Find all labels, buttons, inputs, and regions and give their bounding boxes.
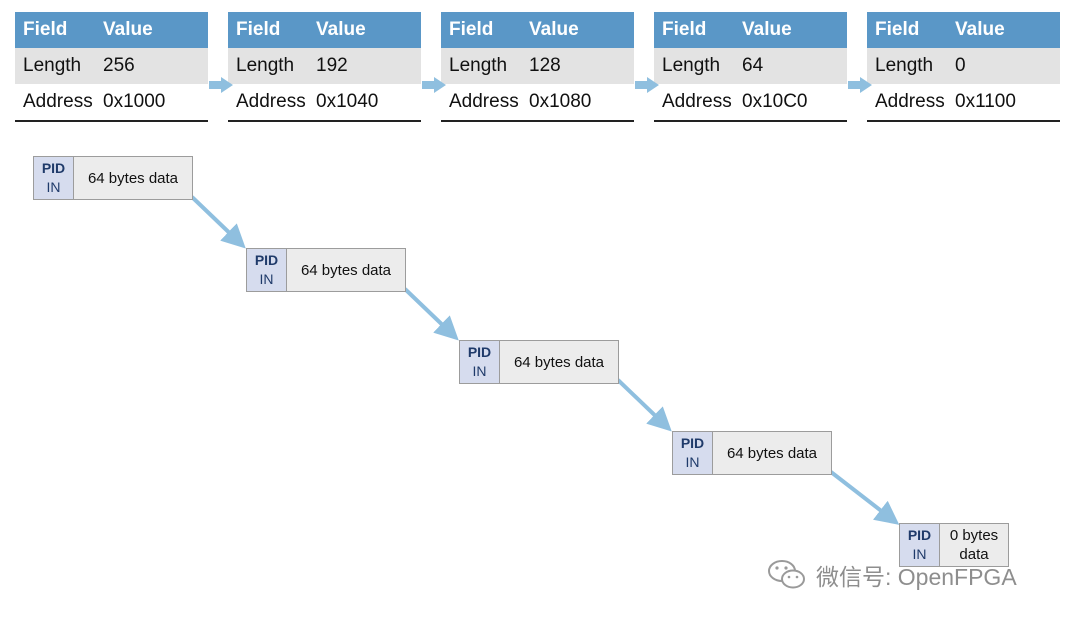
pid-type: IN bbox=[472, 363, 487, 379]
row-value: 0x1000 bbox=[103, 91, 166, 112]
descriptor-table-2: Field Value Length 192 Address 0x1040 bbox=[228, 12, 421, 122]
row-field: Address bbox=[662, 91, 732, 112]
table-row: Address 0x10C0 bbox=[654, 84, 847, 120]
arrow-right-icon bbox=[848, 77, 872, 93]
table-row: Address 0x1040 bbox=[228, 84, 421, 120]
row-value: 0 bbox=[955, 55, 966, 76]
data-cell: 64 bytes data bbox=[287, 249, 405, 291]
pid-label: PID bbox=[907, 527, 932, 543]
wechat-icon bbox=[768, 560, 805, 589]
row-field: Length bbox=[875, 55, 934, 76]
row-value: 0x1100 bbox=[955, 91, 1016, 112]
pid-cell: PID IN bbox=[34, 157, 74, 199]
header-field: Field bbox=[662, 19, 707, 40]
pid-cell: PID IN bbox=[900, 524, 940, 566]
table-header: Field Value bbox=[228, 12, 421, 48]
table-row: Length 192 bbox=[228, 48, 421, 84]
row-field: Length bbox=[236, 55, 295, 76]
watermark: 微信号: OpenFPGA bbox=[766, 558, 1017, 592]
header-field: Field bbox=[236, 19, 281, 40]
row-value: 256 bbox=[103, 55, 135, 76]
pid-label: PID bbox=[467, 344, 492, 360]
data-label-line1: 0 bytes bbox=[949, 527, 999, 544]
header-value: Value bbox=[529, 19, 579, 40]
data-label: 64 bytes data bbox=[87, 169, 179, 187]
data-cell: 64 bytes data bbox=[500, 341, 618, 383]
row-field: Length bbox=[23, 55, 82, 76]
data-cell: 64 bytes data bbox=[713, 432, 831, 474]
pid-type: IN bbox=[46, 179, 61, 195]
row-field: Length bbox=[449, 55, 508, 76]
row-field: Address bbox=[875, 91, 945, 112]
flow-arrow bbox=[616, 378, 672, 432]
row-value: 192 bbox=[316, 55, 348, 76]
pid-label: PID bbox=[41, 160, 66, 176]
table-header: Field Value bbox=[441, 12, 634, 48]
header-value: Value bbox=[103, 19, 153, 40]
descriptor-table-3: Field Value Length 128 Address 0x1080 bbox=[441, 12, 634, 122]
table-row: Address 0x1080 bbox=[441, 84, 634, 120]
packet-1: PID IN 64 bytes data bbox=[33, 156, 193, 200]
pid-cell: PID IN bbox=[460, 341, 500, 383]
arrow-right-icon bbox=[635, 77, 659, 93]
row-value: 0x10C0 bbox=[742, 91, 808, 112]
row-field: Address bbox=[23, 91, 93, 112]
descriptor-table-5: Field Value Length 0 Address 0x1100 bbox=[867, 12, 1060, 122]
watermark-text: 微信号: OpenFPGA bbox=[816, 564, 1017, 590]
row-field: Length bbox=[662, 55, 721, 76]
arrow-right-icon bbox=[422, 77, 446, 93]
table-header: Field Value bbox=[15, 12, 208, 48]
packet-4: PID IN 64 bytes data bbox=[672, 431, 832, 475]
pid-cell: PID IN bbox=[247, 249, 287, 291]
table-row: Length 128 bbox=[441, 48, 634, 84]
header-field: Field bbox=[449, 19, 494, 40]
data-label: 64 bytes data bbox=[726, 444, 818, 462]
packet-3: PID IN 64 bytes data bbox=[459, 340, 619, 384]
header-value: Value bbox=[316, 19, 366, 40]
flow-arrow bbox=[829, 470, 900, 525]
table-header: Field Value bbox=[654, 12, 847, 48]
header-value: Value bbox=[955, 19, 1005, 40]
table-row: Length 0 bbox=[867, 48, 1060, 84]
flow-arrow bbox=[403, 287, 459, 341]
pid-label: PID bbox=[254, 252, 279, 268]
table-row: Address 0x1100 bbox=[867, 84, 1060, 120]
data-label: 64 bytes data bbox=[300, 261, 392, 279]
row-value: 0x1040 bbox=[316, 91, 379, 112]
row-value: 64 bbox=[742, 55, 764, 76]
packet-2: PID IN 64 bytes data bbox=[246, 248, 406, 292]
arrow-right-icon bbox=[209, 77, 233, 93]
pid-cell: PID IN bbox=[673, 432, 713, 474]
data-label-line2: data bbox=[959, 546, 989, 563]
row-field: Address bbox=[449, 91, 519, 112]
table-row: Length 256 bbox=[15, 48, 208, 84]
table-row: Length 64 bbox=[654, 48, 847, 84]
row-value: 0x1080 bbox=[529, 91, 592, 112]
table-header: Field Value bbox=[867, 12, 1060, 48]
row-field: Address bbox=[236, 91, 306, 112]
descriptor-table-1: Field Value Length 256 Address 0x1000 bbox=[15, 12, 208, 122]
row-value: 128 bbox=[529, 55, 561, 76]
descriptor-table-4: Field Value Length 64 Address 0x10C0 bbox=[654, 12, 847, 122]
header-value: Value bbox=[742, 19, 792, 40]
pid-label: PID bbox=[680, 435, 705, 451]
header-field: Field bbox=[23, 19, 68, 40]
table-row: Address 0x1000 bbox=[15, 84, 208, 120]
header-field: Field bbox=[875, 19, 920, 40]
pid-type: IN bbox=[259, 271, 274, 287]
data-label: 64 bytes data bbox=[513, 353, 605, 371]
data-cell: 64 bytes data bbox=[74, 157, 192, 199]
pid-type: IN bbox=[912, 546, 927, 562]
packet-5: PID IN 0 bytes data bbox=[899, 523, 1009, 567]
flow-arrow bbox=[190, 195, 246, 249]
data-cell: 0 bytes data bbox=[940, 524, 1008, 566]
pid-type: IN bbox=[685, 454, 700, 470]
